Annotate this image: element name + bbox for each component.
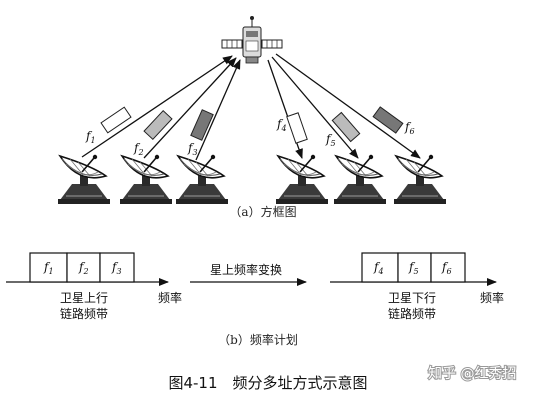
earth-station-dish-icon (119, 154, 173, 205)
uplink-cell-f1: f1 (43, 260, 54, 276)
uplink-carrier-f2 (143, 109, 173, 141)
downlink-cell-f6: f6 (441, 260, 452, 276)
earth-station-dish-icon (393, 154, 447, 205)
subfigure-a-caption: （a）方框图 (229, 204, 296, 219)
uplink-carrier-f1 (100, 106, 132, 134)
downlink-carrier-f6 (372, 106, 404, 134)
downlink-cell-f5: f5 (408, 260, 419, 276)
uplink-band-label-line2: 链路频带 (60, 306, 108, 321)
downlink-band-block (361, 252, 466, 283)
watermark: 知乎 @红秀招 (427, 364, 517, 383)
uplink-label-f3: f3 (187, 141, 198, 157)
downlink-carrier-f5 (331, 111, 361, 143)
downlink-beam-3 (275, 53, 421, 159)
earth-station-dish-icon (175, 154, 229, 205)
uplink-cell-f2: f2 (78, 260, 89, 276)
uplink-band-block (29, 252, 135, 283)
subfigure-b-caption: （b）频率计划 (218, 332, 298, 347)
figure-caption: 图4-11 频分多址方式示意图 (168, 374, 367, 392)
earth-station-dish-icon (57, 154, 111, 205)
uplink-carrier-f3 (190, 109, 214, 141)
uplink-band-label-line1: 卫星上行 (60, 291, 108, 305)
downlink-axis-label: 频率 (480, 290, 504, 305)
uplink-beam-3 (195, 59, 241, 161)
frequency-conversion-label: 星上频率变换 (210, 262, 282, 277)
downlink-band-label-line2: 链路频带 (388, 306, 436, 321)
downlink-label-f5: f5 (325, 132, 336, 148)
earth-station-dish-icon (275, 154, 329, 205)
downlink-label-f4: f4 (276, 117, 287, 133)
downlink-cell-f4: f4 (373, 260, 384, 276)
uplink-cell-f3: f3 (111, 260, 122, 276)
uplink-axis-label: 频率 (158, 290, 182, 305)
downlink-label-f6: f6 (404, 120, 415, 136)
downlink-band-label-line1: 卫星下行 (388, 291, 436, 305)
uplink-beam-1 (81, 55, 233, 158)
uplink-label-f2: f2 (133, 141, 144, 157)
uplink-label-f1: f1 (85, 129, 96, 145)
downlink-carrier-f4 (286, 112, 308, 144)
earth-station-dish-icon (333, 154, 387, 205)
svg-text:知乎 @红秀招: 知乎 @红秀招 (428, 365, 516, 382)
uplink-beam-2 (143, 57, 237, 159)
satellite-icon (221, 16, 283, 64)
downlink-beam-2 (271, 56, 359, 159)
